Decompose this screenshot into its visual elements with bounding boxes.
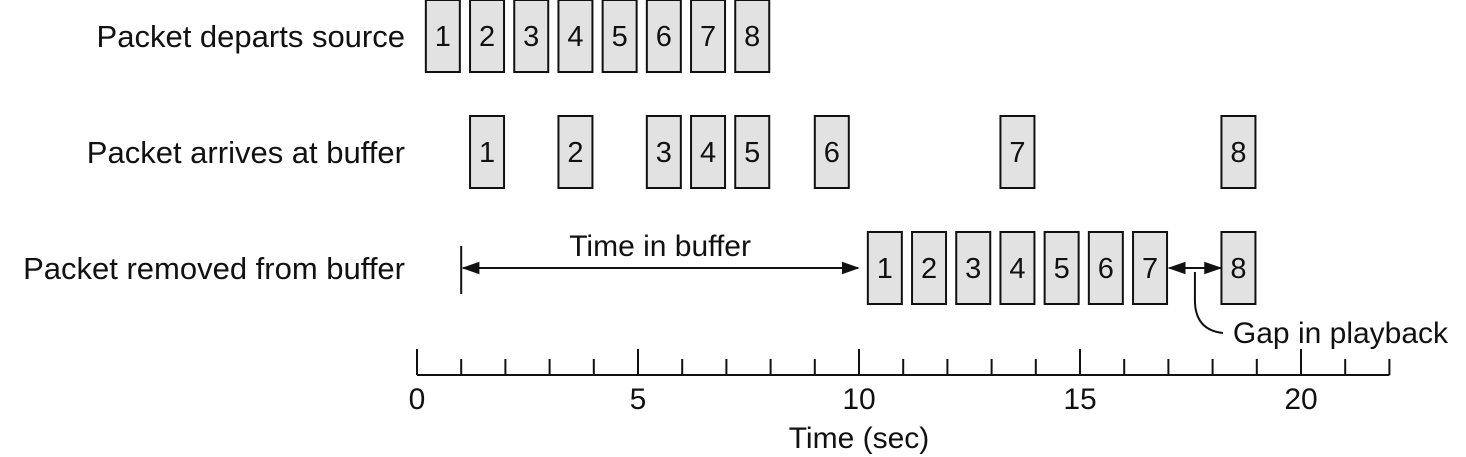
packet-removed-6: 6 [1087, 231, 1124, 305]
time-in-buffer-label: Time in buffer [569, 230, 751, 263]
packet-number: 8 [1230, 253, 1246, 285]
tick-label: 5 [630, 383, 647, 416]
packet-number: 7 [1142, 253, 1158, 285]
packet-box [999, 115, 1036, 189]
packet-departs-6: 6 [645, 0, 682, 73]
packet-number: 3 [965, 253, 981, 285]
packet-number: 7 [700, 21, 716, 53]
packet-arrives-3: 3 [645, 115, 682, 189]
gap-leader-line [1193, 272, 1224, 334]
packet-departs-1: 1 [424, 0, 461, 73]
packet-box [424, 0, 461, 73]
packet-removed-7: 7 [1132, 231, 1169, 305]
packet-departs-2: 2 [469, 0, 506, 73]
packet-box [690, 0, 727, 73]
tick-label: 10 [842, 383, 875, 416]
tick-label: 20 [1284, 383, 1317, 416]
tick-label: 0 [409, 383, 426, 416]
packet-number: 6 [824, 137, 840, 169]
tick-label: 15 [1063, 383, 1096, 416]
packet-removed-3: 3 [955, 231, 992, 305]
packet-number: 2 [921, 253, 937, 285]
packet-box [645, 115, 682, 189]
packet-box [601, 0, 638, 73]
row-label-removed: Packet removed from buffer [23, 251, 405, 286]
row-label-arrives: Packet arrives at buffer [87, 135, 405, 170]
packet-number: 4 [1009, 253, 1025, 285]
packet-number: 5 [1054, 253, 1070, 285]
packet-departs-7: 7 [690, 0, 727, 73]
packet-removed-1: 1 [866, 231, 903, 305]
axis-title: Time (sec) [789, 422, 930, 455]
packet-number: 3 [656, 137, 672, 169]
packet-box [469, 0, 506, 73]
packet-removed-8: 8 [1220, 231, 1257, 305]
packet-box [999, 231, 1036, 305]
packet-arrives-8: 8 [1220, 115, 1257, 189]
packet-number: 1 [877, 253, 893, 285]
row-label-departs: Packet departs source [97, 19, 405, 54]
packet-number: 6 [656, 21, 672, 53]
packet-arrives-1: 1 [469, 115, 506, 189]
packet-number: 8 [744, 21, 760, 53]
packet-box [513, 0, 550, 73]
packet-arrives-7: 7 [999, 115, 1036, 189]
packet-number: 2 [567, 137, 583, 169]
packet-number: 4 [567, 21, 583, 53]
packet-box [1043, 231, 1080, 305]
packet-number: 5 [744, 137, 760, 169]
packet-departs-5: 5 [601, 0, 638, 73]
packet-departs-4: 4 [557, 0, 594, 73]
packet-box [1220, 115, 1257, 189]
packet-departs-8: 8 [734, 0, 771, 73]
packet-arrives-4: 4 [690, 115, 727, 189]
packet-box [955, 231, 992, 305]
packet-number: 6 [1098, 253, 1114, 285]
gap-in-playback-label: Gap in playback [1233, 317, 1449, 350]
packet-arrives-2: 2 [557, 115, 594, 189]
packet-box [645, 0, 682, 73]
packet-box [1087, 231, 1124, 305]
gap-in-playback-annotation: Gap in playback [1167, 261, 1449, 350]
packet-arrives-5: 5 [734, 115, 771, 189]
packet-removed-4: 4 [999, 231, 1036, 305]
packet-box [1132, 231, 1169, 305]
packet-box [557, 0, 594, 73]
packet-box [911, 231, 948, 305]
packet-box [866, 231, 903, 305]
packet-number: 4 [700, 137, 716, 169]
packet-arrives-6: 6 [813, 115, 850, 189]
packet-number: 1 [435, 21, 451, 53]
packet-number: 7 [1009, 137, 1025, 169]
packet-number: 1 [479, 137, 495, 169]
time-in-buffer-annotation: Time in buffer [460, 230, 860, 294]
packet-number: 2 [479, 21, 495, 53]
packet-box [813, 115, 850, 189]
packet-box [734, 0, 771, 73]
packet-number: 3 [523, 21, 539, 53]
packet-box [557, 115, 594, 189]
packet-box [734, 115, 771, 189]
packet-removed-2: 2 [911, 231, 948, 305]
packet-departs-3: 3 [513, 0, 550, 73]
packet-number: 5 [612, 21, 628, 53]
time-axis: 0 5 10 15 20 [409, 349, 1391, 416]
packet-removed-5: 5 [1043, 231, 1080, 305]
packet-number: 8 [1230, 137, 1246, 169]
packet-box [690, 115, 727, 189]
packet-box [469, 115, 506, 189]
